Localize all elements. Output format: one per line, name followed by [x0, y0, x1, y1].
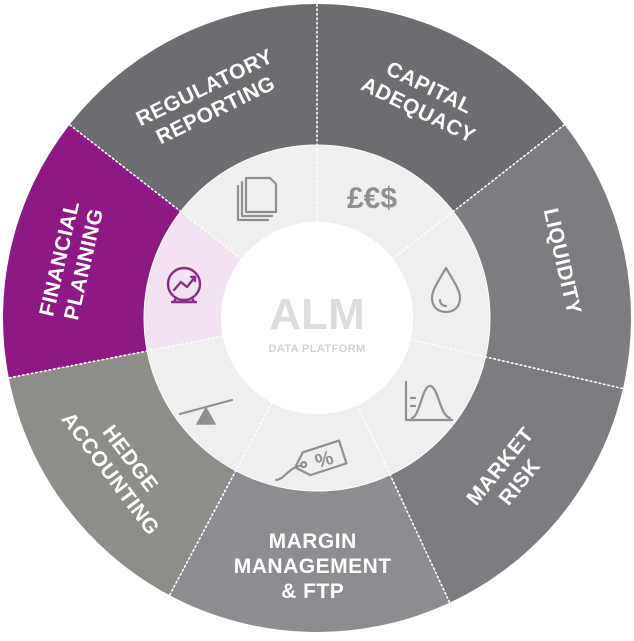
inner-segment-margin-management-ftp[interactable] — [235, 402, 391, 491]
segment-label-line: MANAGEMENT — [234, 555, 392, 578]
center-disc — [221, 222, 413, 414]
outer-ring — [2, 4, 631, 632]
inner-segment-regulatory-reporting[interactable] — [180, 145, 317, 259]
drop-icon — [430, 266, 462, 314]
segment-label-line: MARGIN — [269, 530, 357, 553]
documents-icon — [236, 176, 278, 222]
divider-line — [7, 335, 224, 379]
balance-icon — [178, 398, 234, 425]
segment-financial-planning[interactable] — [2, 124, 181, 378]
svg-text:£€$: £€$ — [347, 182, 397, 215]
segment-label-line: & FTP — [281, 580, 344, 603]
price-tag-icon: % — [275, 439, 348, 482]
svg-text:%: % — [312, 447, 336, 473]
segment-liquidity[interactable] — [453, 124, 631, 389]
segment-capital-adequacy[interactable] — [317, 4, 565, 212]
growth-globe-icon — [166, 266, 202, 304]
inner-segment-hedge-accounting[interactable] — [147, 336, 272, 471]
segment-hedge-accounting[interactable] — [8, 351, 236, 596]
segment-market-risk[interactable] — [390, 356, 623, 603]
divider-line — [391, 123, 566, 260]
divider-line — [356, 404, 451, 604]
currency-icon: £€$ — [347, 182, 397, 215]
inner-segment-capital-adequacy[interactable] — [317, 145, 454, 259]
segment-regulatory-reporting[interactable] — [69, 4, 317, 212]
inner-segment-liquidity[interactable] — [392, 211, 490, 357]
distribution-chart-icon — [404, 380, 454, 422]
segment-margin-management-ftp[interactable] — [169, 470, 450, 632]
center-title: ALM — [269, 290, 364, 339]
center-subtitle: DATA PLATFORM — [268, 343, 365, 355]
divider-line — [68, 123, 243, 260]
divider-line — [168, 401, 273, 597]
divider-line — [409, 338, 624, 390]
segment-dividers — [7, 3, 624, 604]
ring-edge — [143, 144, 491, 492]
inner-segment-market-risk[interactable] — [357, 339, 486, 475]
